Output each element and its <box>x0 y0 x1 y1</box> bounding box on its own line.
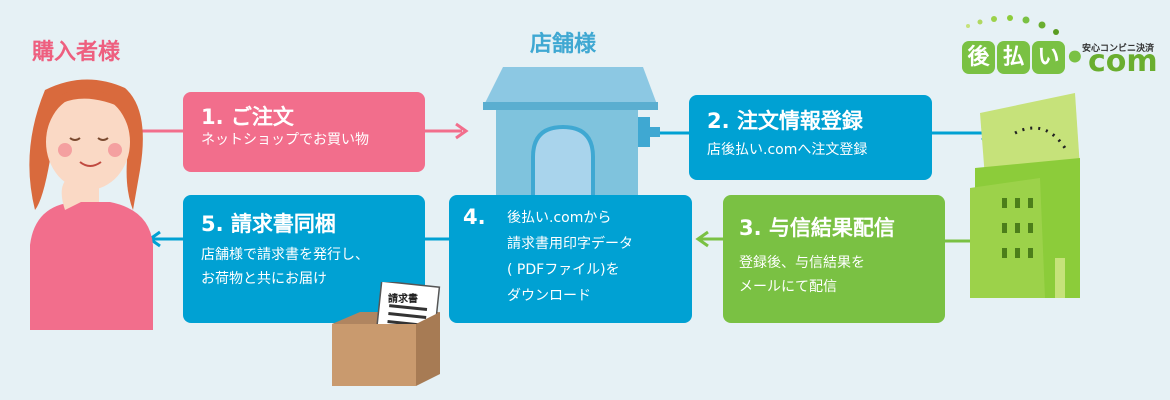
step-5-line-2: お荷物と共にお届け <box>201 271 327 287</box>
step-1-desc: ネットショップでお買い物 <box>201 132 369 148</box>
step-4-line-4: ダウンロード <box>507 288 591 304</box>
step-3-desc: 登録後、与信結果を メールにて配信 <box>739 251 929 299</box>
step-3-title: 3. 与信結果配信 <box>739 216 895 240</box>
logo-char-3: い <box>1032 41 1065 74</box>
step-1-title: 1. ご注文 <box>201 105 294 129</box>
step-2-register-box: 2. 注文情報登録 店後払い.comへ注文登録 <box>689 95 932 180</box>
step-3-credit-box: 3. 与信結果配信 登録後、与信結果を メールにて配信 <box>723 195 945 323</box>
arrow-to-download-icon <box>695 230 709 248</box>
step-3-line-1: 登録後、与信結果を <box>739 255 865 271</box>
step-4-number: 4. <box>463 205 486 229</box>
step-3-line-2: メールにて配信 <box>739 279 837 295</box>
step-4-desc: 後払い.comから 請求書用印字データ ( PDFファイル)を ダウンロード <box>507 205 678 309</box>
step-4-line-3: ( PDFファイル)を <box>507 262 620 278</box>
step-4-line-2: 請求書用印字データ <box>507 236 633 252</box>
step-5-title: 5. 請求書同梱 <box>201 212 336 236</box>
invoice-label: 請求書 <box>388 294 418 305</box>
partner-office-building-icon <box>970 93 1080 298</box>
invoice-package-icon <box>332 282 441 386</box>
step-5-desc: 店舗様で請求書を発行し、 お荷物と共にお届け <box>201 243 407 291</box>
logo-dot: • <box>1064 38 1086 78</box>
step-1-order-box: 1. ご注文 ネットショップでお買い物 <box>183 92 425 172</box>
logo-dots-decoration <box>966 15 1059 35</box>
step-2-title: 2. 注文情報登録 <box>707 109 863 133</box>
buyer-label: 購入者様 <box>32 40 121 65</box>
logo-tagline: 安心コンビニ決済 <box>1082 44 1155 54</box>
store-building-icon <box>483 67 660 199</box>
logo-char-2: 払 <box>997 41 1030 74</box>
buyer-woman-icon <box>29 79 153 330</box>
step-4-download-box: 4. 後払い.comから 請求書用印字データ ( PDFファイル)を ダウンロー… <box>449 195 692 323</box>
step-4-line-1: 後払い.comから <box>507 210 612 226</box>
store-label: 店舗様 <box>530 32 597 57</box>
step-5-line-1: 店舗様で請求書を発行し、 <box>201 247 369 263</box>
step-2-desc: 店後払い.comへ注文登録 <box>707 142 868 158</box>
logo-com: com <box>1088 44 1158 79</box>
arrow-to-store-icon <box>455 122 469 140</box>
logo-char-1: 後 <box>962 41 995 74</box>
